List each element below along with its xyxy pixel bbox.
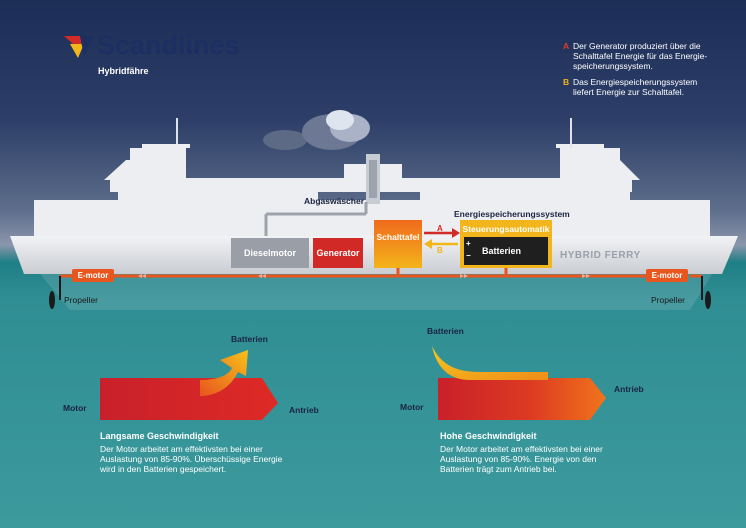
- emotor-left-label: E-motor: [77, 271, 109, 280]
- arrow-a-label: A: [437, 224, 443, 233]
- emotor-left-box: [72, 269, 114, 282]
- ship-name: HYBRID FERRY: [560, 250, 641, 261]
- slow-text: Der Motor arbeitet am effektivsten bei e…: [100, 444, 283, 474]
- batterien-box: [464, 237, 548, 265]
- arrow-b-label: B: [437, 246, 443, 255]
- propeller-right-icon: [690, 274, 711, 309]
- schalttafel-box: [374, 220, 422, 268]
- legend-a: A Der Generator produziert über die Scha…: [563, 41, 713, 71]
- ess-title: Energiespeicherungssystem: [454, 209, 570, 219]
- generator-box: [313, 238, 363, 268]
- dieselmotor-box: [231, 238, 309, 268]
- dieselmotor-label: Dieselmotor: [243, 248, 296, 258]
- slow-batterien-label: Batterien: [231, 334, 268, 344]
- batterien-label: Batterien: [482, 246, 522, 256]
- fast-text: Der Motor arbeitet am effektivsten bei e…: [440, 444, 603, 474]
- battery-minus: −: [466, 251, 471, 260]
- slow-speed-diagram: [100, 350, 278, 420]
- propeller-left-icon: [49, 274, 72, 309]
- steuerungsautomatik-label: Steuerungsautomatik: [462, 224, 550, 234]
- emotor-right-label: E-motor: [651, 271, 683, 280]
- emotor-right-box: [646, 269, 688, 282]
- arrow-a-icon: [424, 228, 460, 238]
- slow-title: Langsame Geschwindigkeit: [100, 431, 219, 441]
- fast-speed-diagram: [432, 346, 606, 420]
- fast-batterien-label: Batterien: [427, 326, 464, 336]
- legend-b-text: Das Energiespeicherungssystem liefert En…: [573, 77, 698, 97]
- slow-antrieb-label: Antrieb: [289, 405, 319, 415]
- generator-label: Generator: [316, 248, 360, 258]
- power-cable: [112, 268, 646, 278]
- legend-b-letter: B: [563, 77, 570, 87]
- arrow-b-icon: [424, 239, 458, 249]
- legend-a-letter: A: [563, 41, 570, 51]
- cloud-icon: [263, 110, 370, 150]
- fast-motor-label: Motor: [400, 402, 424, 412]
- ship-superstructure: [34, 118, 710, 236]
- propeller-right-label: Propeller: [651, 295, 686, 305]
- legend-a-text: Der Generator produziert über die Schalt…: [573, 41, 708, 71]
- fast-title: Hohe Geschwindigkeit: [440, 431, 537, 441]
- legend-b: B Das Energiespeicherungssystem liefert …: [563, 77, 713, 97]
- scandlines-logo-icon: [64, 36, 94, 58]
- propeller-left-label: Propeller: [64, 295, 99, 305]
- slow-motor-label: Motor: [63, 403, 87, 413]
- battery-plus: +: [466, 239, 471, 248]
- cable-arrows: [138, 274, 590, 278]
- brand-subtitle: Hybridfähre: [98, 66, 149, 76]
- brand-name: Scandlines: [97, 30, 240, 60]
- fast-antrieb-label: Antrieb: [614, 384, 644, 394]
- abgaswaescher-label: Abgaswäscher: [304, 196, 364, 206]
- schalttafel-label: Schalttafel: [376, 232, 420, 242]
